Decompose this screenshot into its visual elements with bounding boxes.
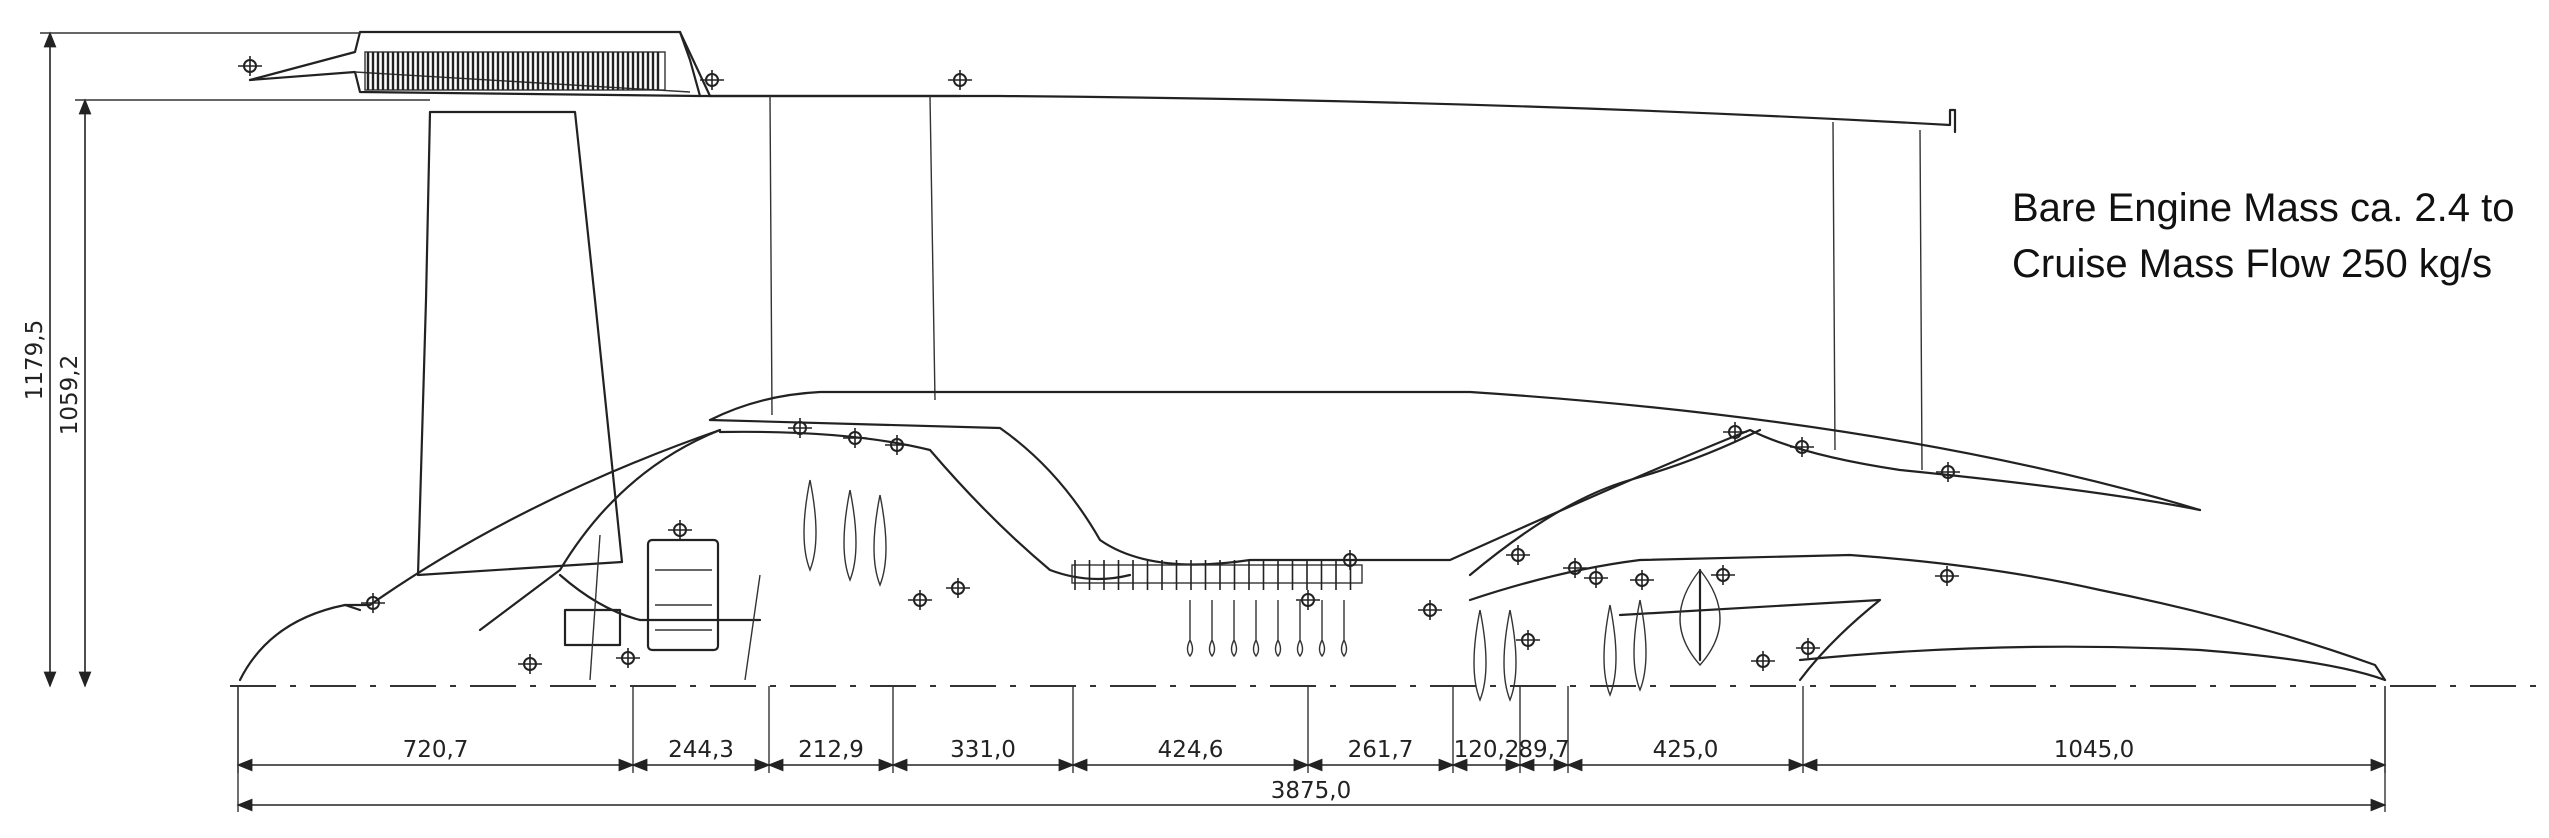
total-dimension: 3875,0 [236, 686, 2387, 812]
horizontal-dimension-label: 89,7 [1518, 737, 1569, 763]
core-cowl [708, 390, 2202, 581]
acoustic-liner [364, 51, 666, 91]
dim-1059-label: 1059,2 [57, 355, 83, 435]
turbine-section [1468, 428, 2387, 682]
annotation-line-2: Cruise Mass Flow 250 kg/s [2012, 242, 2493, 286]
nacelle-outline [248, 30, 1957, 134]
fan-blade [416, 110, 624, 577]
fastener-symbols [238, 56, 1960, 674]
gearbox [563, 534, 761, 681]
vertical-dimension-1179: 1179,5 [22, 31, 360, 688]
compressor-disks [803, 479, 1721, 702]
horizontal-dimension-label: 720,7 [403, 737, 469, 763]
horizontal-dimension-label: 212,9 [798, 737, 864, 763]
horizontal-dimension-label: 424,6 [1158, 737, 1224, 763]
engine-annotation: Bare Engine Mass ca. 2.4 to Cruise Mass … [2012, 180, 2515, 292]
exhaust-nozzle [1798, 645, 2387, 682]
horizontal-dimension-label: 425,0 [1653, 737, 1719, 763]
dim-1179-label: 1179,5 [22, 320, 48, 400]
total-dimension-label: 3875,0 [1271, 778, 1351, 804]
outlet-guide-vanes [769, 95, 1923, 471]
horizontal-dimension-label: 120,2 [1454, 737, 1520, 763]
annotation-line-1: Bare Engine Mass ca. 2.4 to [2012, 186, 2515, 230]
horizontal-dimension-chain: 720,7 244,3 212,9 331,0 424,6 261,7 120,289,7 4… [236, 686, 2387, 773]
horizontal-dimension-label: 331,0 [950, 737, 1016, 763]
horizontal-dimension-label: 244,3 [668, 737, 734, 763]
vertical-dimension-1059: 1059,2 [57, 98, 430, 688]
horizontal-dimension-label: 261,7 [1348, 737, 1414, 763]
high-pressure-compressor [1071, 560, 1363, 590]
horizontal-dimension-label: 1045,0 [2054, 737, 2134, 763]
spinner-and-hub [238, 428, 762, 682]
